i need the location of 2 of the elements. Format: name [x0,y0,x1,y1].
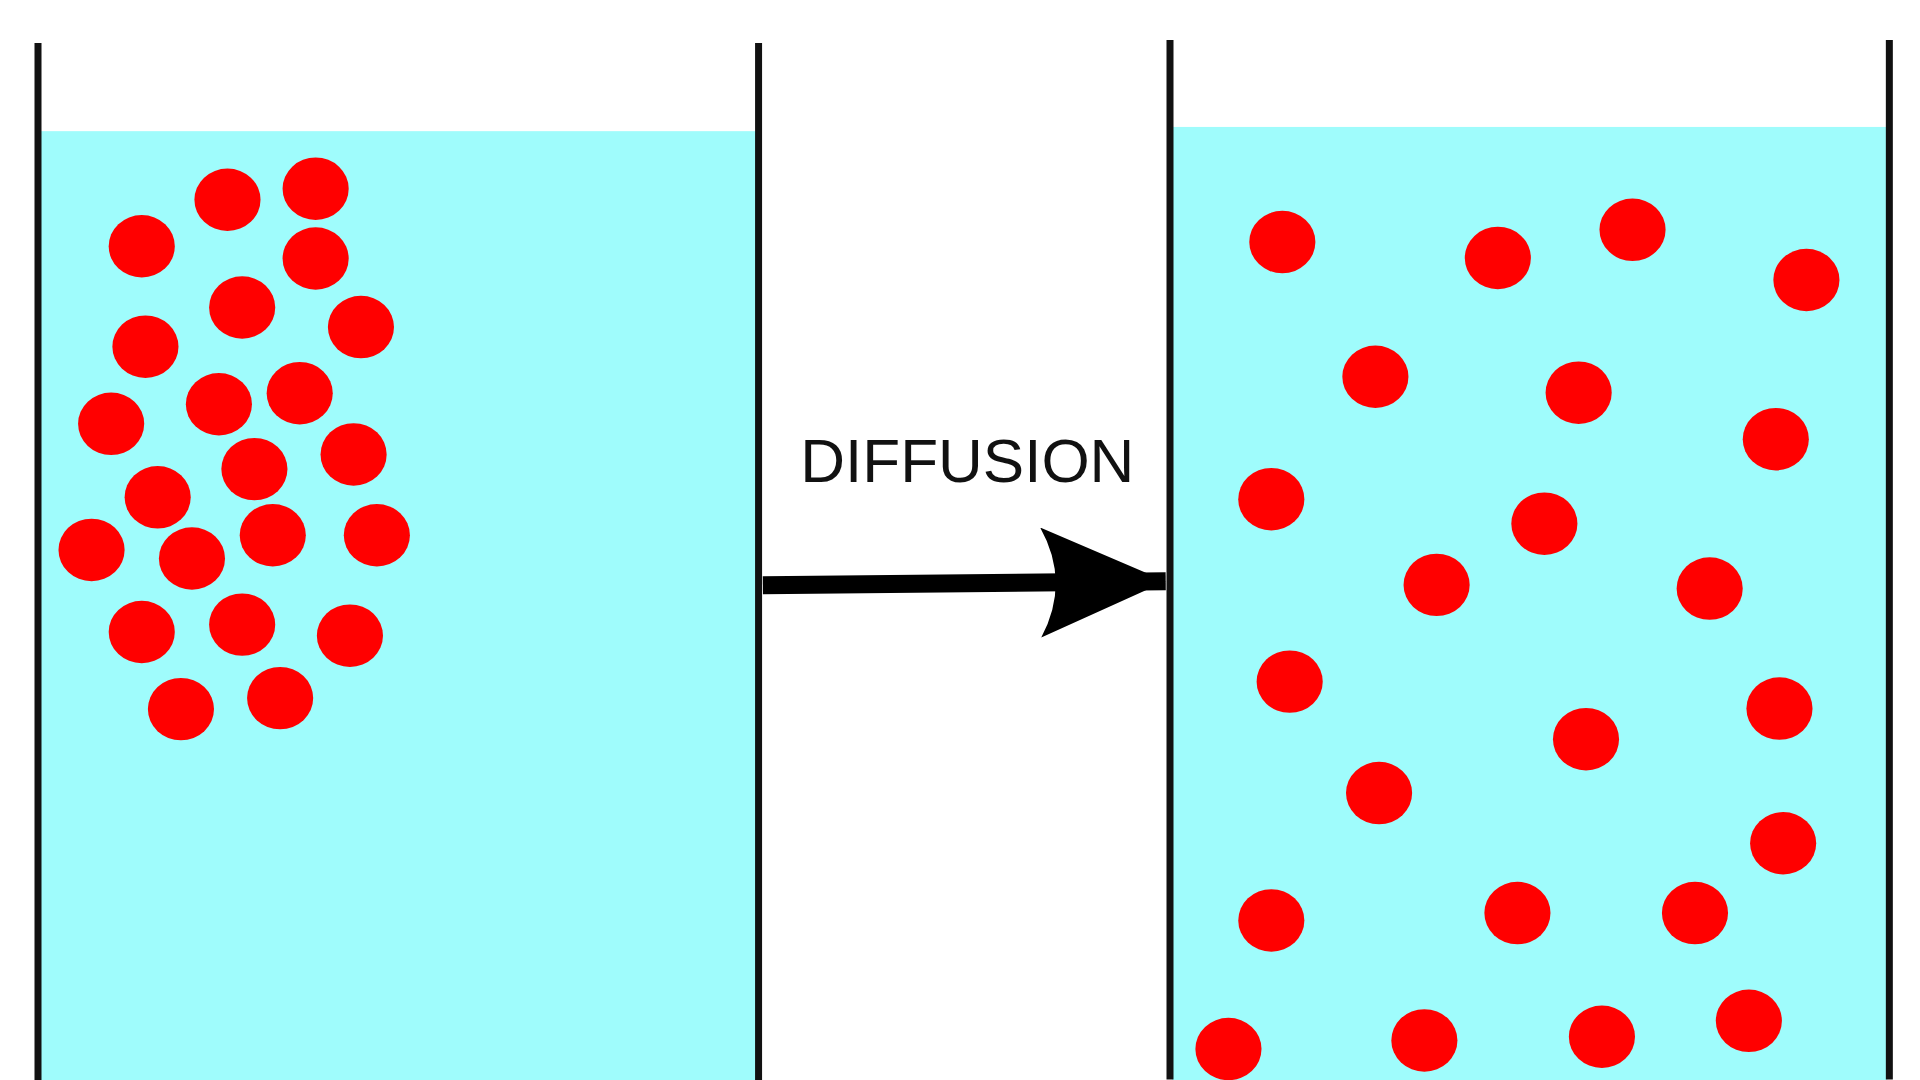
beaker-drawing [34,42,763,1080]
beaker-drawing [1165,40,1894,1080]
